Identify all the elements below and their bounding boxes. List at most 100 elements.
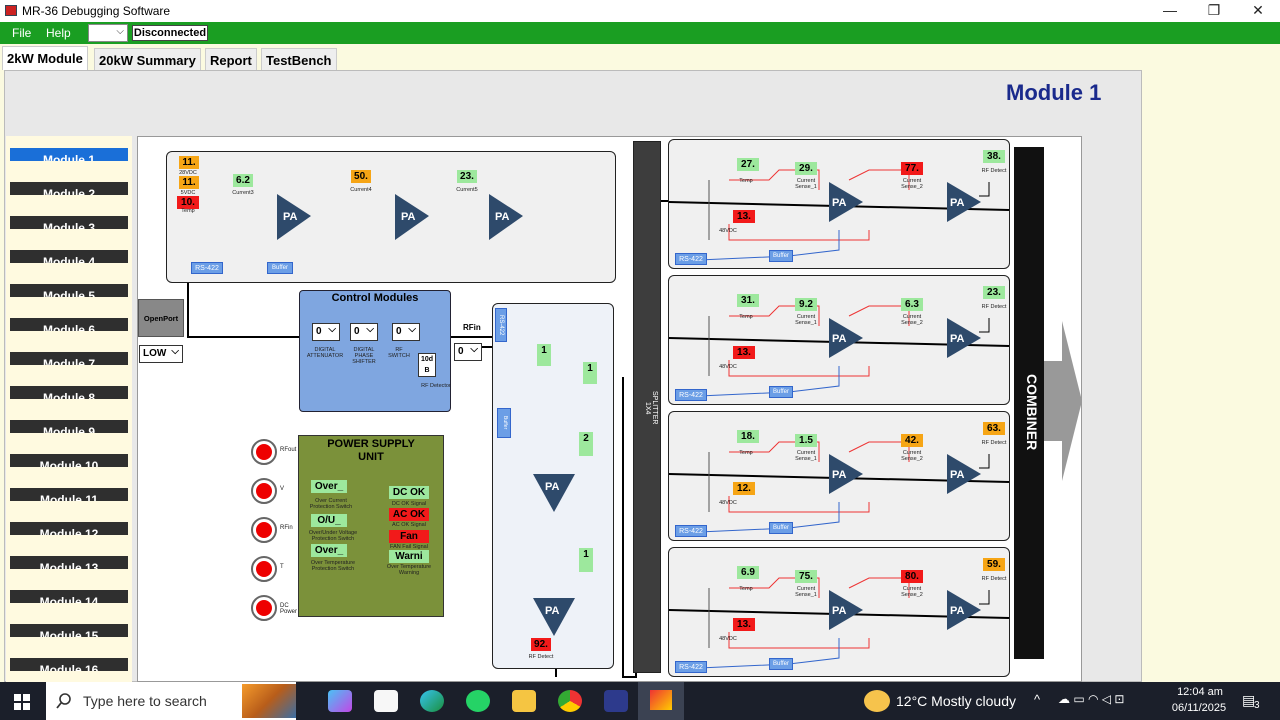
whatsapp-icon[interactable] (466, 690, 490, 712)
chrome-icon[interactable] (558, 690, 582, 712)
restore-button[interactable]: ❐ (1207, 2, 1221, 18)
svg-text:PA: PA (832, 605, 847, 617)
file-explorer-icon[interactable] (512, 690, 536, 712)
edge-icon[interactable] (420, 690, 444, 712)
rf-switch-dropdown[interactable]: 0 (392, 322, 420, 341)
minimize-button[interactable]: — (1163, 2, 1177, 18)
amplifier-stage-4: 6.9 Temp 75. Current Sense_1 80. Current… (668, 547, 1010, 677)
windows-start-icon[interactable] (14, 694, 30, 710)
rfin-dropdown[interactable]: 0 (454, 342, 482, 361)
warning-value: Warni (389, 550, 429, 563)
svg-text:PA: PA (950, 605, 965, 617)
tab-2kw-module[interactable]: 2kW Module (2, 46, 88, 70)
tab-20kw-summary[interactable]: 20kW Summary (94, 48, 201, 70)
sidebar-module-12[interactable]: Module 12 (10, 522, 128, 535)
fan-value: Fan (389, 530, 429, 543)
rfin-label: RFin (463, 323, 481, 332)
menu-file[interactable]: File (12, 26, 32, 40)
tray-icons[interactable]: ☁ ▭ ◠ ◁ ⊡ (1058, 692, 1125, 706)
amplifier-stage-2: 31. Temp 9.2 Current Sense_1 6.3 Current… (668, 275, 1010, 405)
combiner-block: COMBINER (1014, 147, 1044, 659)
sidebar-module-9[interactable]: Module 9 (10, 420, 128, 433)
menu-help[interactable]: Help (46, 26, 71, 40)
sidebar-module-15[interactable]: Module 15 (10, 624, 128, 637)
amplifier-stage-3: 18. Temp 1.5 Current Sense_1 42. Current… (668, 411, 1010, 541)
indicator-label: DC Power (280, 603, 298, 615)
vchain-rfdet-label: RF Detect (528, 654, 554, 660)
taskbar-search[interactable]: Type here to search (46, 682, 296, 720)
current3-value: 6.2 (233, 174, 253, 187)
sidebar-module-2[interactable]: Module 2 (10, 182, 128, 195)
phase-shifter-dropdown[interactable]: 0 (350, 322, 378, 341)
current5-label: Current5 (456, 187, 478, 193)
driver-stage: 11. 28VDC 11. 5VDC 10. Temp 6.2 Current3… (166, 151, 616, 283)
control-title: Control Modules (331, 292, 419, 304)
menu-bar: File Help ⌵ Disconnected (0, 22, 1280, 44)
tab-report[interactable]: Report (205, 48, 257, 70)
combiner-label: COMBINER (1024, 373, 1040, 451)
indicator-light (251, 556, 277, 582)
svg-text:PA: PA (832, 197, 847, 209)
cs2-value: 1 (579, 548, 593, 572)
dc-ok-label: DC OK Signal (391, 501, 427, 507)
v5-value: 11. (179, 176, 199, 189)
svg-text:PA: PA (545, 605, 560, 617)
vchain-temp-value: 1 (583, 362, 597, 384)
sidebar-module-8[interactable]: Module 8 (10, 386, 128, 399)
driver-temp-label: Temp (181, 208, 195, 214)
phase-shifter-label: DIGITAL PHASE SHIFTER (352, 347, 376, 365)
svg-text:PA: PA (545, 481, 560, 493)
tab-bar: 2kW Module 20kW Summary Report TestBench (0, 44, 1280, 70)
amplifier-stage-1: 27. Temp 29. Current Sense_1 77. Current… (668, 139, 1010, 269)
svg-text:PA: PA (950, 197, 965, 209)
sidebar-module-7[interactable]: Module 7 (10, 352, 128, 365)
rs422-label: RS-422 (191, 262, 223, 274)
fan-label: FAN Fail Signal (390, 544, 428, 550)
sidebar-module-3[interactable]: Module 3 (10, 216, 128, 229)
sidebar-module-1[interactable]: Module 1 (10, 148, 128, 161)
tab-testbench[interactable]: TestBench (261, 48, 337, 70)
sidebar-module-16[interactable]: Module 16 (10, 658, 128, 671)
over-current-value: Over_ (311, 480, 347, 493)
splitter-block: SPLITTER 1X4 (633, 141, 661, 673)
psu-title: POWER SUPPLY UNIT (327, 438, 415, 463)
pa-amplifier-icon: PA (533, 474, 575, 512)
store-icon[interactable] (374, 690, 398, 712)
v5-label: 5VDC (180, 190, 196, 196)
rf-detector-label: RF Detector (421, 383, 451, 389)
v28-value: 11. (179, 156, 199, 169)
close-button[interactable]: ✕ (1252, 2, 1264, 18)
vs-icon[interactable] (604, 690, 628, 712)
search-placeholder: Type here to search (83, 693, 207, 709)
attenuator-dropdown[interactable]: 0 (312, 322, 340, 341)
sidebar-module-6[interactable]: Module 6 (10, 318, 128, 331)
notification-icon[interactable]: ▤ (1242, 692, 1256, 708)
copilot-icon[interactable] (328, 690, 352, 712)
buffer-label: Buffer (497, 408, 511, 438)
indicator-light (251, 439, 277, 465)
sidebar-module-5[interactable]: Module 5 (10, 284, 128, 297)
openport-button[interactable]: OpenPort (138, 299, 184, 337)
mode-dropdown[interactable]: LOW (139, 344, 183, 363)
tray-chevron-icon[interactable]: ^ (1034, 692, 1041, 707)
driver-vertical-chain: RS-422 Buffer 1 1 2 1 PA PA 92. RF Detec… (492, 303, 614, 669)
svg-text:PA: PA (832, 333, 847, 345)
control-modules: Control Modules 0 0 0 DIGITAL ATTENUATOR… (299, 290, 451, 412)
connection-status: Disconnected (132, 25, 208, 41)
sidebar-module-11[interactable]: Module 11 (10, 488, 128, 501)
sidebar-module-13[interactable]: Module 13 (10, 556, 128, 569)
weather-text: 12°C Mostly cloudy (896, 693, 1016, 709)
module-title: Module 1 (1006, 80, 1102, 105)
sidebar-module-14[interactable]: Module 14 (10, 590, 128, 603)
app-icon (5, 5, 17, 16)
sidebar-module-10[interactable]: Module 10 (10, 454, 128, 467)
sidebar-module-4[interactable]: Module 4 (10, 250, 128, 263)
v48-value: 1 (537, 344, 551, 366)
indicator-label: V (280, 486, 285, 492)
current3-label: Current3 (232, 190, 254, 196)
rs422-label: RS-422 (495, 308, 507, 342)
indicator-label: RFin (280, 525, 293, 531)
active-app-tab[interactable] (638, 682, 684, 720)
output-arrow-icon (1044, 321, 1082, 481)
port-dropdown[interactable]: ⌵ (88, 24, 128, 42)
